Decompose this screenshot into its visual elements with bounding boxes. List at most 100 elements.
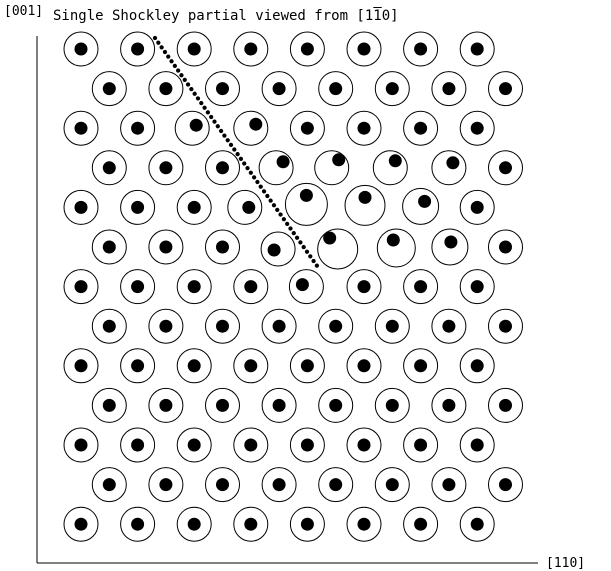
lattice-atom xyxy=(234,32,268,66)
atom-ring xyxy=(373,151,407,185)
atom-dot xyxy=(188,439,201,452)
atom-dot xyxy=(244,518,257,531)
atom-dot xyxy=(471,280,484,293)
atom-dot xyxy=(242,201,255,214)
lattice-atom xyxy=(404,270,438,304)
atom-dot xyxy=(103,82,116,95)
atom-dot xyxy=(216,82,229,95)
atom-dot xyxy=(216,478,229,491)
lattice-atom xyxy=(290,507,324,541)
atom-dot xyxy=(442,320,455,333)
lattice-atom xyxy=(121,111,155,145)
atom-dot xyxy=(418,195,431,208)
lattice-atom xyxy=(319,72,353,106)
atom-dot xyxy=(244,280,257,293)
lattice-atom xyxy=(175,111,209,145)
lattice-atom xyxy=(177,349,211,383)
atom-dot xyxy=(414,359,427,372)
atom-dot xyxy=(103,161,116,174)
lattice-atom xyxy=(234,111,268,145)
lattice-atom xyxy=(489,309,523,343)
lattice-atom xyxy=(347,111,381,145)
lattice-atom xyxy=(206,151,240,185)
atom-dot xyxy=(159,478,172,491)
lattice-atom xyxy=(234,349,268,383)
atom-dot xyxy=(358,359,371,372)
lattice-atom xyxy=(375,388,409,422)
atom-dot xyxy=(444,236,457,249)
lattice-atom xyxy=(149,72,183,106)
lattice-atom xyxy=(404,428,438,462)
atom-dot xyxy=(159,82,172,95)
atom-dot xyxy=(75,518,88,531)
lattice-atom xyxy=(121,507,155,541)
diagram-title: Single Shockley partial viewed from [110… xyxy=(53,8,399,24)
lattice-atom xyxy=(460,190,494,224)
lattice-atom xyxy=(285,183,327,225)
lattice-atom xyxy=(121,428,155,462)
lattice-atom xyxy=(262,388,296,422)
lattice-atom xyxy=(375,468,409,502)
lattice-atom xyxy=(404,32,438,66)
atom-dot xyxy=(75,359,88,372)
atom-dot xyxy=(131,359,144,372)
atom-dot xyxy=(273,82,286,95)
lattice-atom xyxy=(460,428,494,462)
lattice-atom xyxy=(318,229,358,269)
lattice-atom xyxy=(460,507,494,541)
vertical-axis-label: [001] xyxy=(4,4,43,19)
atom-dot xyxy=(273,478,286,491)
lattice-atom xyxy=(460,270,494,304)
atom-dot xyxy=(386,399,399,412)
atom-dot xyxy=(414,518,427,531)
lattice-atom xyxy=(121,270,155,304)
lattice-atom xyxy=(64,349,98,383)
atom-dot xyxy=(75,280,88,293)
atom-dot xyxy=(75,201,88,214)
atom-dot xyxy=(273,399,286,412)
lattice-atom xyxy=(121,349,155,383)
atom-dot xyxy=(103,399,116,412)
lattice-atom xyxy=(149,309,183,343)
horizontal-axis-label: [110] xyxy=(546,556,585,571)
atom-dot xyxy=(159,320,172,333)
atom-dot xyxy=(386,320,399,333)
atom-dot xyxy=(75,43,88,56)
atom-dot xyxy=(216,161,229,174)
atom-dot xyxy=(131,43,144,56)
lattice-atom xyxy=(206,72,240,106)
lattice-atom xyxy=(177,190,211,224)
lattice-atom xyxy=(375,309,409,343)
atom-dot xyxy=(75,122,88,135)
atom-dot xyxy=(75,439,88,452)
lattice-atom xyxy=(432,229,468,265)
atom-dot xyxy=(301,439,314,452)
lattice-atom xyxy=(404,111,438,145)
lattice-atom xyxy=(92,230,126,264)
lattice-atom xyxy=(347,428,381,462)
lattice-atom xyxy=(121,190,155,224)
lattice-atom xyxy=(228,190,262,224)
lattice-atom xyxy=(262,468,296,502)
atom-dot xyxy=(332,153,345,166)
lattice-atom xyxy=(64,270,98,304)
lattice-atom xyxy=(432,309,466,343)
title-overlined-index: 1 xyxy=(373,8,381,24)
atom-dot xyxy=(358,43,371,56)
atom-dot xyxy=(499,82,512,95)
atom-dot xyxy=(386,478,399,491)
atom-dot xyxy=(499,241,512,254)
lattice-atom xyxy=(489,151,523,185)
atom-dot xyxy=(159,399,172,412)
lattice-atom xyxy=(377,229,415,267)
atom-dot xyxy=(190,119,203,132)
lattice-atom xyxy=(64,507,98,541)
lattice-atom xyxy=(432,468,466,502)
lattice-atom xyxy=(149,151,183,185)
lattice-atom xyxy=(373,151,407,185)
atom-dot xyxy=(188,359,201,372)
atom-dot xyxy=(131,439,144,452)
lattice-atom xyxy=(259,151,293,185)
lattice-atom xyxy=(92,72,126,106)
lattice-atom xyxy=(489,230,523,264)
